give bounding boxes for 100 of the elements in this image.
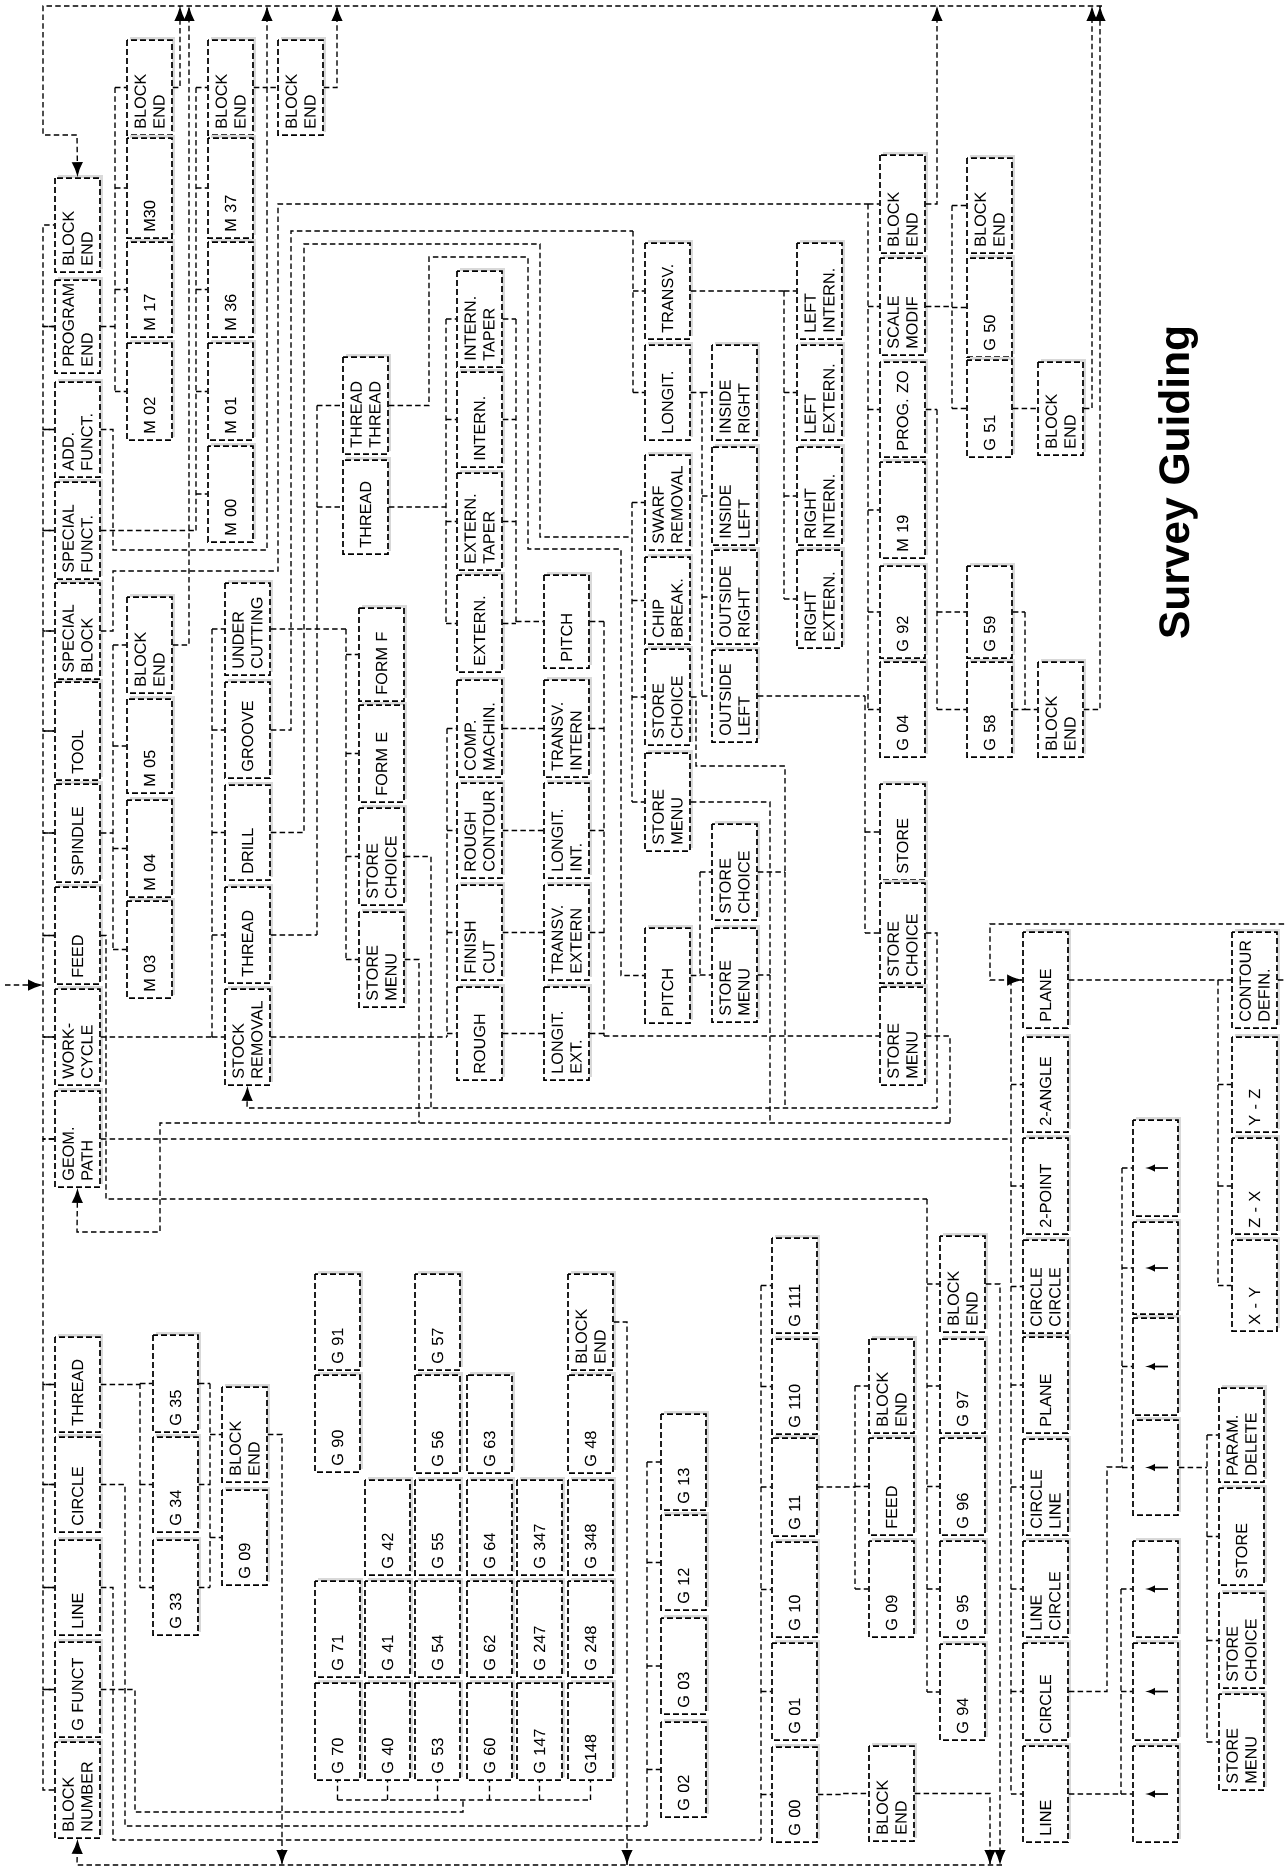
menu-box: G 111: [771, 1235, 820, 1334]
connector: [603, 1035, 880, 1037]
menu-box: PITCH: [543, 572, 592, 669]
menu-box: STORE: [879, 781, 928, 881]
menu-box: TOOL: [54, 679, 103, 781]
menu-box: BLOCK END: [221, 1384, 270, 1483]
menu-box: M 17: [126, 239, 175, 338]
connector: [589, 1780, 592, 1801]
menu-box: RIGHT EXTERN.: [796, 547, 845, 649]
menu-box: PROGRAM END: [54, 277, 103, 374]
menu-box: G 33: [152, 1537, 201, 1636]
connector: [42, 325, 55, 431]
connector: [1120, 1588, 1122, 1795]
connector: [783, 290, 797, 292]
menu-box: M 36: [207, 239, 256, 338]
menu-box: G 42: [364, 1477, 413, 1576]
arrow: [985, 1283, 1006, 1866]
connector: [388, 506, 447, 508]
menu-box: G FUNCT: [54, 1639, 103, 1738]
connector: [783, 391, 797, 394]
connector: [632, 230, 634, 394]
connector: [112, 644, 114, 951]
connector: [867, 408, 880, 411]
menu-box: G 94: [939, 1641, 988, 1741]
connector: [867, 305, 880, 308]
connector: [139, 1483, 153, 1486]
menu-box: G 09: [868, 1538, 917, 1638]
menu-box: TRANSV. INTERN: [543, 677, 592, 778]
connector: [631, 599, 645, 602]
menu-box: G 64: [466, 1477, 515, 1576]
arrow-key-box: [1132, 1743, 1181, 1843]
connector: [757, 695, 866, 697]
connector: [854, 1385, 856, 1590]
arrow-key-box: [1132, 1117, 1181, 1217]
connector: [345, 752, 359, 755]
menu-box: EXTERN. TAPER: [456, 470, 505, 571]
arrow-key-box: [1132, 1315, 1181, 1416]
connector: [209, 1382, 211, 1589]
menu-box: THREAD: [54, 1334, 103, 1433]
menu-box: G 92: [879, 563, 928, 659]
menu-box: G 90: [314, 1372, 363, 1473]
connector: [502, 318, 517, 320]
connector: [690, 391, 703, 394]
connector: [854, 1588, 869, 1590]
connector: [100, 1483, 648, 1827]
arrow-key-box: [1132, 1219, 1181, 1315]
menu-box: STORE CHOICE: [879, 880, 928, 984]
title: Survey Guiding: [1158, 327, 1198, 638]
connector: [195, 288, 208, 291]
connector: [42, 630, 55, 732]
connector: [760, 1284, 772, 1287]
connector: [1217, 979, 1232, 981]
connector: [854, 1485, 869, 1488]
connector: [112, 847, 127, 850]
connector: [270, 628, 347, 630]
connector: [209, 1536, 222, 1539]
connector: [100, 1586, 762, 1841]
arrow: [172, 5, 195, 646]
connector: [757, 871, 786, 873]
menu-box: G 35: [152, 1332, 201, 1433]
connector: [589, 1032, 605, 1035]
menu-box: LINE CIRCLE: [1022, 1538, 1071, 1638]
menu-box: STORE: [1218, 1485, 1267, 1586]
menu-box: M 37: [207, 135, 256, 239]
menu-box: PLANE: [1022, 1334, 1071, 1434]
arrow-key-box: [1132, 1640, 1181, 1741]
connector: [926, 1198, 928, 1693]
connector: [42, 1688, 55, 1791]
connector: [436, 1780, 439, 1801]
menu-box: STORE MENU: [1218, 1691, 1267, 1791]
connector: [211, 729, 225, 731]
connector: [42, 1483, 55, 1589]
menu-box: G 34: [152, 1434, 201, 1533]
connector: [502, 622, 517, 625]
menu-box: 2-POINT: [1022, 1135, 1071, 1235]
menu-box: INTERN. TAPER: [456, 268, 505, 368]
connector: [502, 1032, 544, 1035]
menu-box: GEOM. PATH: [54, 1088, 103, 1188]
menu-box: BLOCK END: [277, 37, 326, 136]
connector: [864, 695, 866, 934]
menu-box: PARAM. DELETE: [1218, 1385, 1267, 1483]
arrow: [267, 1433, 288, 1866]
connector: [502, 829, 544, 832]
connector: [1217, 1185, 1232, 1187]
menu-box: M 05: [126, 696, 175, 794]
arrow: [241, 1088, 938, 1109]
menu-box: THREAD: [342, 457, 391, 555]
menu-box: G 01: [771, 1640, 820, 1741]
menu-box: TRANSV. EXTERN: [543, 882, 592, 981]
menu-box: STORE CHOICE: [1218, 1590, 1267, 1689]
connector: [538, 1780, 541, 1801]
connector: [867, 611, 880, 613]
connector: [114, 86, 127, 89]
menu-box: G 60: [466, 1680, 515, 1781]
connector: [1010, 1486, 1023, 1488]
connector: [114, 187, 127, 189]
menu-box: 2-ANGLE: [1022, 1034, 1071, 1133]
connector: [817, 1486, 856, 1488]
connector: [951, 407, 967, 410]
menu-box: G 11: [771, 1435, 820, 1537]
